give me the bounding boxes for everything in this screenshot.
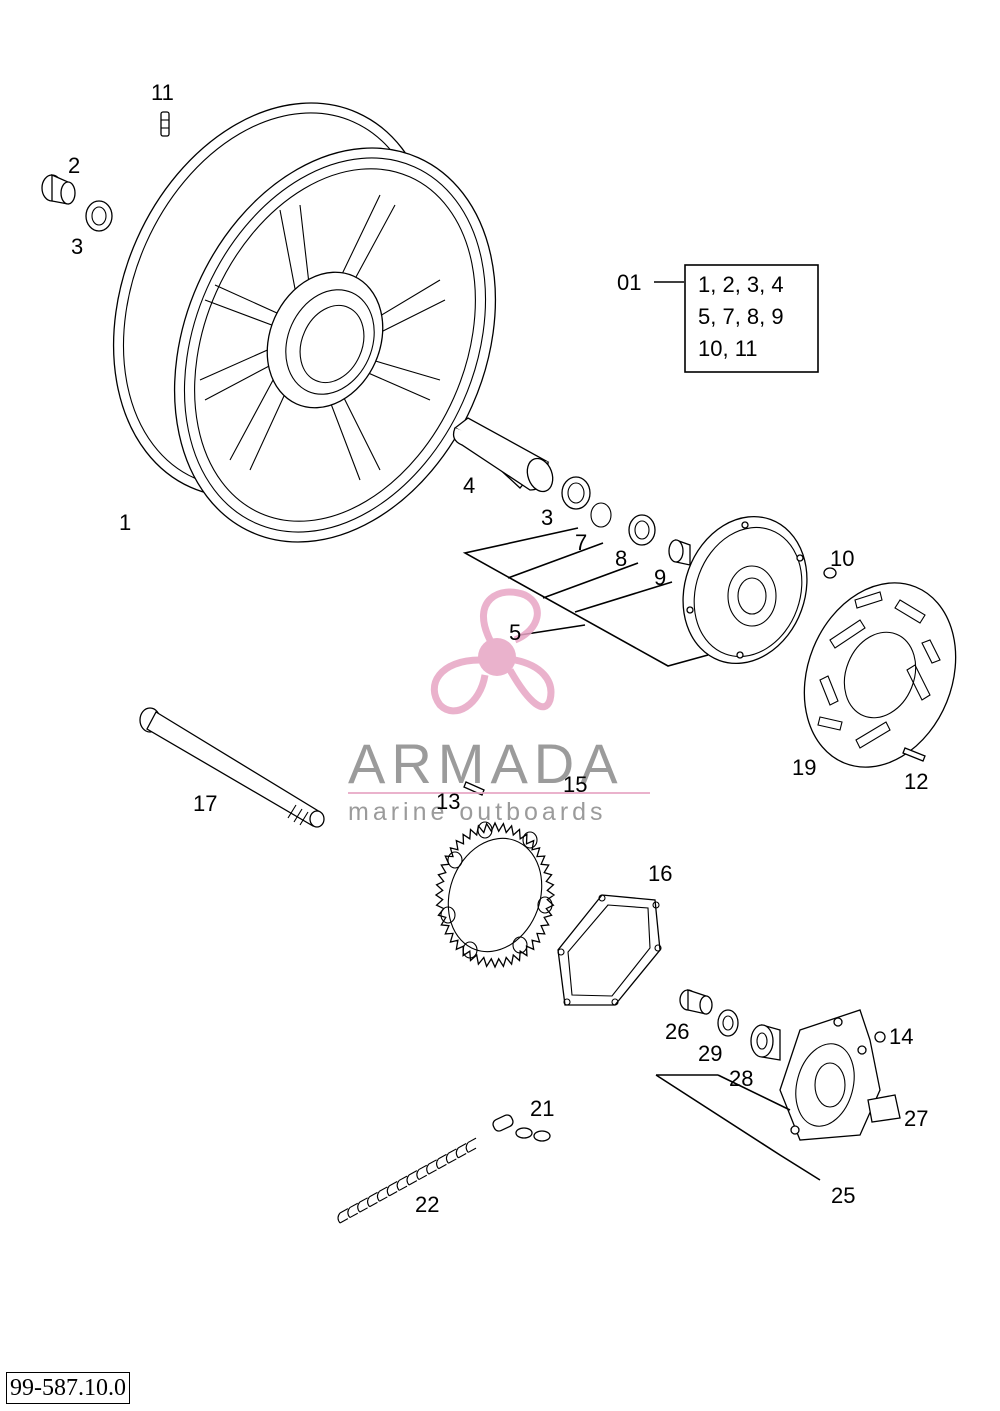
label-26: 26 (665, 1019, 689, 1044)
chain-22 (337, 1137, 477, 1224)
bearing-28 (750, 1024, 781, 1061)
kit-box: 1, 2, 3, 4 5, 7, 8, 9 10, 11 (684, 264, 819, 373)
label-12: 12 (904, 769, 928, 794)
label-3-top: 3 (71, 234, 83, 259)
sprocket-carrier-25 (779, 1009, 881, 1141)
nut-14 (874, 1031, 886, 1043)
seal-29 (717, 1009, 739, 1037)
spacer-26 (679, 989, 713, 1015)
circlip-7 (590, 502, 612, 528)
hub-flange-5 (682, 515, 808, 665)
label-3: 3 (541, 505, 553, 530)
spacer-2 (41, 174, 76, 205)
bearing-3-top (85, 200, 113, 232)
label-9: 9 (654, 565, 666, 590)
damper-27 (867, 1094, 901, 1123)
label-14: 14 (889, 1024, 913, 1049)
label-5: 5 (509, 620, 521, 645)
label-13: 13 (436, 789, 460, 814)
label-27: 27 (904, 1106, 928, 1131)
bolt-13 (463, 781, 485, 796)
spacer-tube-4 (452, 417, 554, 493)
rear-wheel (112, 102, 497, 543)
label-11: 11 (151, 80, 174, 105)
label-29: 29 (698, 1041, 722, 1066)
label-4: 4 (463, 473, 475, 498)
label-28: 28 (729, 1066, 753, 1091)
label-16: 16 (648, 861, 672, 886)
part-labels: 1 2 3 3 4 5 7 8 9 10 11 12 13 14 15 16 1… (68, 80, 928, 1217)
propeller-logo (430, 588, 555, 715)
label-10: 10 (830, 546, 854, 571)
label-8: 8 (615, 546, 627, 571)
bolt-12 (902, 747, 926, 762)
chain-joint-21 (492, 1114, 551, 1142)
kit-line-1: 1, 2, 3, 4 (698, 272, 784, 297)
axle-17 (139, 707, 325, 828)
label-21: 21 (530, 1096, 554, 1121)
bearing-3 (561, 476, 591, 510)
gasket-16 (557, 894, 662, 1006)
label-1: 1 (119, 510, 131, 535)
kit-line-2: 5, 7, 8, 9 (698, 304, 784, 329)
kit-number: 01 (617, 270, 641, 295)
bolt-10 (823, 567, 837, 579)
label-22: 22 (415, 1192, 439, 1217)
armada-watermark: ARMADA marine outboards (348, 588, 650, 826)
watermark-name: ARMADA (348, 732, 624, 795)
label-19: 19 (792, 755, 816, 780)
leader-lines (462, 281, 821, 1181)
spacer-9 (668, 539, 691, 566)
watermark-tagline: marine outboards (348, 798, 607, 826)
seal-8 (628, 514, 656, 546)
label-2: 2 (68, 153, 80, 178)
brake-disc-19 (803, 582, 957, 768)
kit-line-3: 10, 11 (698, 336, 758, 361)
sprocket-15 (434, 821, 556, 969)
label-7: 7 (575, 530, 587, 555)
valve-11 (160, 111, 170, 137)
drawing-code: 99-587.10.0 (6, 1372, 130, 1404)
label-25: 25 (831, 1183, 855, 1208)
label-17: 17 (193, 791, 217, 816)
label-15: 15 (563, 772, 587, 797)
